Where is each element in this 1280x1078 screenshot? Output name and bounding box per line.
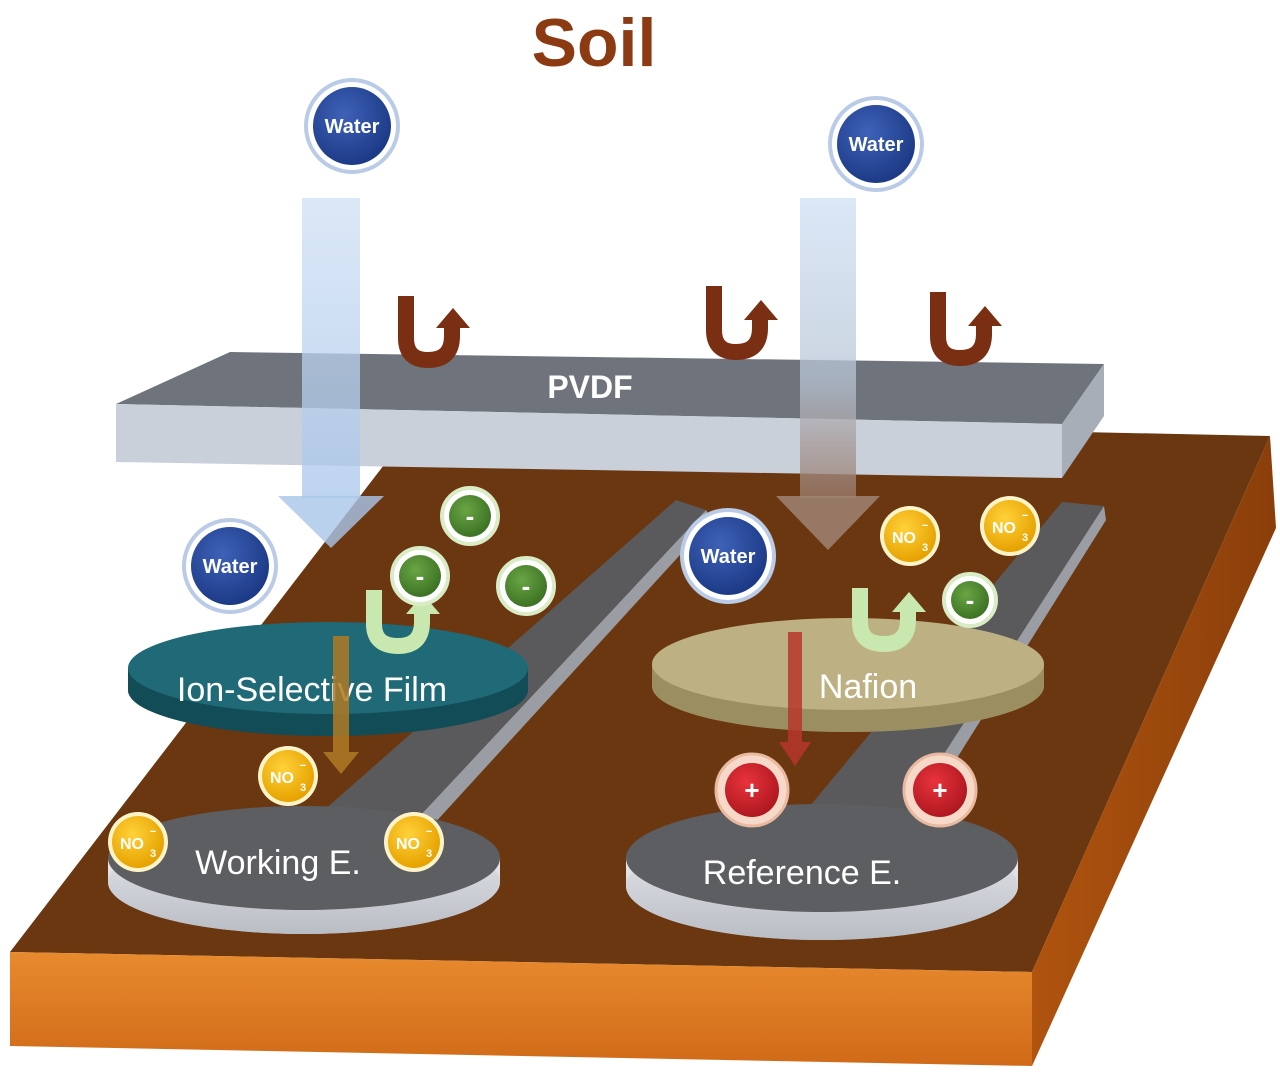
svg-text:Water: Water xyxy=(203,556,258,578)
water-flow-arrow-left xyxy=(278,198,384,548)
ion-selective-film-label: Ion-Selective Film xyxy=(177,671,447,709)
svg-text:-: - xyxy=(416,561,425,591)
cation-particle: + xyxy=(902,752,978,828)
water-molecule: Water xyxy=(680,508,776,604)
pvdf-label: PVDF xyxy=(547,369,632,405)
reference-electrode: Reference E. xyxy=(626,804,1018,940)
title-soil: Soil xyxy=(532,5,657,81)
nitrate-pass-arrow xyxy=(323,636,359,774)
svg-text:3: 3 xyxy=(426,848,432,860)
svg-text:3: 3 xyxy=(1022,532,1028,544)
ion-selective-film: Ion-Selective Film xyxy=(128,622,528,736)
svg-text:-: - xyxy=(522,571,531,601)
rejection-arrow-1 xyxy=(398,296,470,369)
svg-text:3: 3 xyxy=(150,848,156,860)
svg-text:Water: Water xyxy=(701,546,756,568)
pvdf-top xyxy=(116,352,1104,424)
nafion-film: Nafion xyxy=(652,618,1044,732)
rejection-arrow-3 xyxy=(930,292,1002,367)
reference-electrode-surface xyxy=(626,804,1018,912)
substrate-side xyxy=(1032,436,1276,1066)
anion-particle: - xyxy=(496,556,556,616)
svg-text:−: − xyxy=(300,760,306,772)
nitrate-ion: NO 3 − xyxy=(980,496,1040,556)
svg-text:+: + xyxy=(932,775,947,805)
water-molecule: Water xyxy=(182,518,278,614)
pvdf-side xyxy=(1062,364,1104,478)
pvdf-membrane: PVDF xyxy=(116,352,1104,478)
svg-text:NO: NO xyxy=(120,836,144,853)
svg-text:+: + xyxy=(744,775,759,805)
film-rejection-arrow-right xyxy=(852,588,926,653)
reference-electrode-label: Reference E. xyxy=(703,854,901,892)
substrate-front xyxy=(10,952,1032,1066)
nafion-film-surface xyxy=(652,618,1044,710)
anion-particle: - xyxy=(942,572,998,628)
svg-text:-: - xyxy=(966,585,975,615)
svg-text:−: − xyxy=(922,520,928,532)
water-molecule: Water xyxy=(828,96,924,192)
svg-text:Water: Water xyxy=(849,134,904,156)
svg-text:NO: NO xyxy=(992,520,1016,537)
svg-text:NO: NO xyxy=(396,836,420,853)
svg-text:−: − xyxy=(1022,510,1028,522)
svg-text:−: − xyxy=(426,826,432,838)
anion-particle: - xyxy=(440,486,500,546)
svg-text:3: 3 xyxy=(300,782,306,794)
ion-selective-film-surface xyxy=(128,622,528,714)
svg-text:NO: NO xyxy=(270,770,294,787)
working-electrode-label: Working E. xyxy=(195,844,361,882)
svg-text:−: − xyxy=(150,826,156,838)
svg-text:Water: Water xyxy=(325,116,380,138)
rejection-arrow-2 xyxy=(706,286,778,361)
svg-text:3: 3 xyxy=(922,542,928,554)
working-electrode: Working E. xyxy=(108,806,500,934)
nitrate-ion: NO 3 − xyxy=(108,812,168,872)
nitrate-ion: NO 3 − xyxy=(384,812,444,872)
svg-text:NO: NO xyxy=(892,530,916,547)
anion-particle: - xyxy=(390,546,450,606)
water-flow-arrow-right xyxy=(776,198,880,550)
nafion-film-label: Nafion xyxy=(819,668,917,706)
cation-pass-arrow xyxy=(779,632,811,766)
nitrate-ion: NO 3 − xyxy=(258,746,318,806)
nitrate-ion: NO 3 − xyxy=(880,506,940,566)
water-molecule: Water xyxy=(304,78,400,174)
cation-particle: + xyxy=(714,752,790,828)
svg-text:-: - xyxy=(466,501,475,531)
